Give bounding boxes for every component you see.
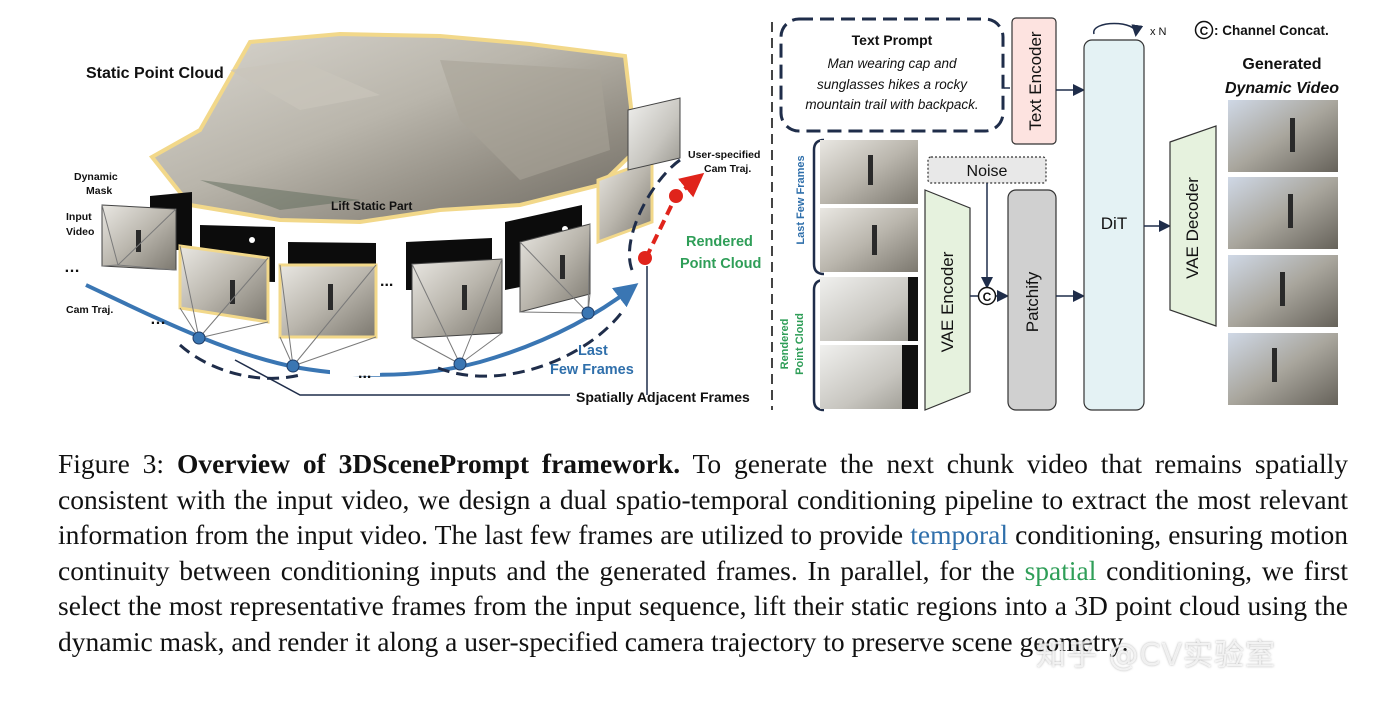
frames-ellipsis: ... [380,273,393,290]
concat-legend-label: : Channel Concat. [1214,23,1329,38]
generated-label: Generated [1242,56,1321,73]
user-arc [627,158,681,271]
concat-symbol: C [983,290,992,304]
framework-figure: Static Point Cloud Lift Static Part Dyna… [64,17,1339,412]
concat-circle-icon [977,286,997,306]
text-prompt-line-2: sunglasses hikes a rocky [817,77,968,92]
rendered-label-1: Rendered [686,234,753,250]
trajectory-mid-ellipsis: … [150,311,166,328]
trajectory-gap [330,360,380,376]
vae-decoder-block [1169,125,1217,327]
static-point-cloud-label: Static Point Cloud [86,65,224,82]
rendered-frame-2 [820,345,918,409]
static-point-cloud [148,31,639,225]
text-prompt-line-1: Man wearing cap and [827,56,957,71]
caption-prefix: Figure 3: [58,448,177,479]
cam-traj-label: Cam Traj. [66,304,113,316]
dynamic-mask-label-1: Dynamic [74,171,118,183]
dit-block [1083,39,1145,411]
camera-node-1 [192,331,206,345]
spatial-arc-1 [178,343,301,380]
text-encoder-block [1011,17,1057,145]
watermark: 知乎 @CV实验室 [1036,638,1277,673]
last-frame-2 [820,208,918,272]
rendered-frame-1 [820,277,918,341]
camera-node-3 [453,357,467,371]
noise-label: Noise [967,163,1008,180]
rendered-bracket [812,278,825,412]
patchify-label: Patchify [1023,271,1042,332]
text-prompt-box [779,17,1005,133]
generated-frame-2 [1228,177,1338,249]
adjacent-connector [234,359,570,396]
patchify-block [1007,189,1057,411]
last-frames-arc [437,311,624,378]
camera-node-4 [581,306,595,320]
user-cam-label-1: User-specified [688,149,760,161]
text-prompt-title: Text Prompt [852,32,933,48]
text-prompt-line-3: mountain trail with backpack. [805,97,978,112]
input-video-frames [101,97,681,339]
dynamic-video-label: Dynamic Video [1225,80,1339,97]
caption-temporal-link[interactable]: temporal [910,519,1009,550]
rendered-side-label-2: Point Cloud [794,313,806,375]
camera-frustums [101,204,591,367]
trajectory-start-ellipsis: … [64,259,80,276]
legend-concat-icon [1194,20,1214,40]
input-video-label-1: Input [66,211,92,223]
vae-decoder-label: VAE Decoder [1183,177,1202,279]
caption-title: Overview of 3DScenePrompt framework. [176,448,681,479]
last-frames-label-1: Last [578,343,608,359]
caption-text-3: conditioning, we first select the most r… [58,554,1348,657]
trajectory-ellipsis: ... [358,365,371,382]
last-frames-label-2: Few Frames [550,362,634,378]
dit-loop-arrow [1093,22,1144,37]
user-camera-node-2 [669,189,683,203]
input-video-label-2: Video [66,226,94,238]
lift-static-part-label: Lift Static Part [331,199,412,213]
caption-text-2: conditioning, ensuring motion continuity… [58,519,1349,586]
text-encoder-label: Text Encoder [1026,31,1045,131]
generated-frame-4 [1228,333,1338,405]
figure-caption: Figure 3: Overview of 3DScenePrompt fram… [58,446,1348,659]
caption-text-1: To generate the next chunk video that re… [58,448,1349,550]
last-few-frames-side-label: Last Few Frames [795,155,807,244]
legend-concat-symbol: C [1200,24,1209,38]
vae-encoder-block [924,189,971,411]
camera-node-2 [286,359,300,373]
rendered-side-label-1: Rendered [779,319,791,370]
dynamic-mask-label-2: Mask [86,185,112,197]
vae-encoder-label: VAE Encoder [938,251,957,352]
dit-label: DiT [1101,214,1127,233]
spatially-adjacent-label: Spatially Adjacent Frames [576,389,750,405]
rendered-label-2: Point Cloud [680,256,761,272]
repeat-label: x N [1150,26,1167,38]
user-camera-node-1 [638,251,652,265]
caption-spatial-link[interactable]: spatial [1024,554,1097,586]
user-cam-label-2: Cam Traj. [704,163,751,175]
last-frames-bracket [812,138,825,276]
generated-frame-1 [1228,100,1338,172]
